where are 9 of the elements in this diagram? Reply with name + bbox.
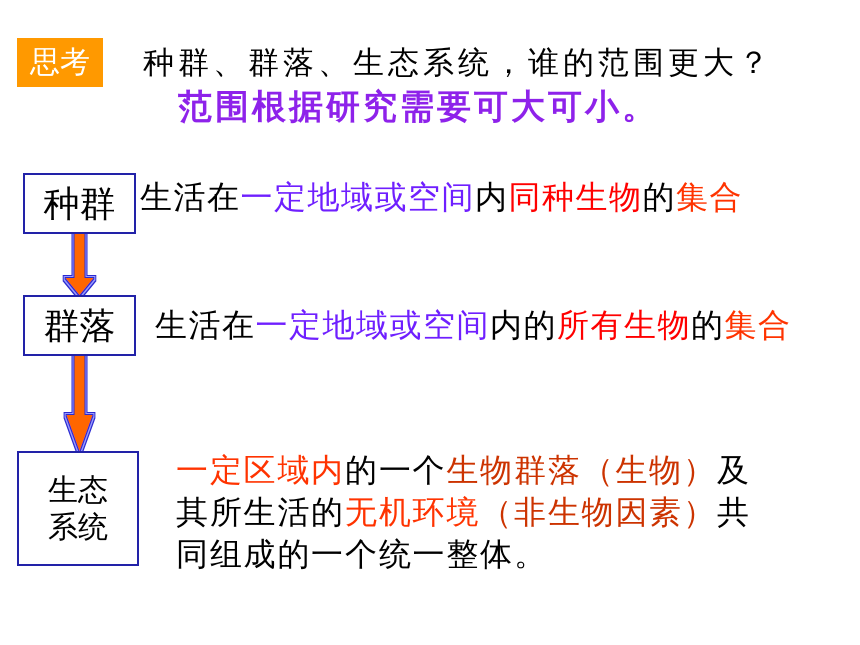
label-badge: 思考 [17,38,103,87]
definition-text: 生活在一定地域或空间内同种生物的集合 [140,178,743,217]
definition-text: 生活在一定地域或空间内的所有生物的集合 [155,306,792,345]
note-text: 范围根据研究需要可大可小。 [178,87,659,127]
term-box: 生态系统 [17,451,139,566]
term-box: 种群 [23,173,136,234]
definition-text: 一定区域内的一个生物群落（生物）及其所生活的无机环境（非生物因素）共同组成的一个统一整体。 [176,451,752,574]
heading: 种群、群落、生态系统，谁的范围更大？ [143,44,773,82]
term-box: 群落 [23,295,136,356]
